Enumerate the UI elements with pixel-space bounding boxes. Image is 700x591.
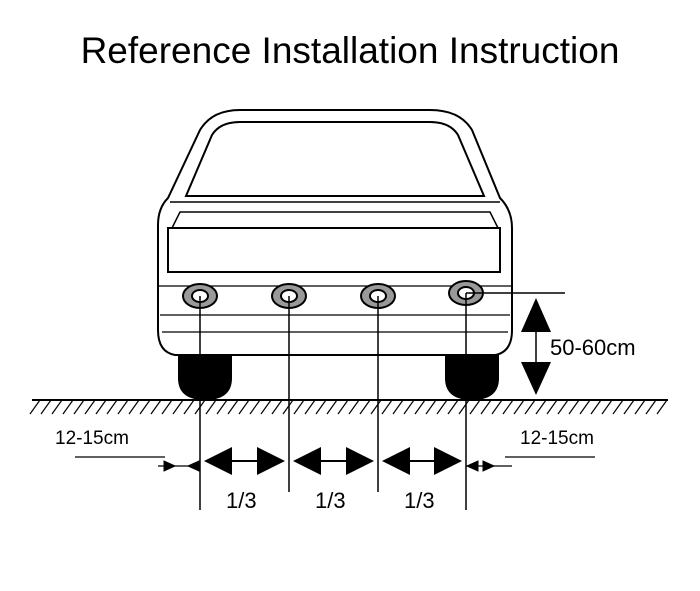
ground-hatch-line (337, 399, 349, 415)
ground-hatch-line (370, 399, 382, 415)
ground-hatch-line (194, 399, 206, 415)
ground-hatch-line (403, 399, 415, 415)
ground-hatch-line (238, 399, 250, 415)
ground-hatch-line (480, 399, 492, 415)
left-edge-label: 12-15cm (55, 428, 129, 449)
spacing-arrow-2 (293, 447, 374, 475)
ground-hatch-line (425, 399, 437, 415)
ground-hatch-line (227, 399, 239, 415)
ground-hatch-line (414, 399, 426, 415)
right-edge-dimension (465, 456, 595, 472)
ground-hatch-line (326, 399, 338, 415)
right-tire (445, 355, 499, 400)
left-tire (178, 355, 232, 400)
ground-hatch-line (260, 399, 272, 415)
ground-hatch-line (436, 399, 448, 415)
ground-hatch-line (315, 399, 327, 415)
ground-hatch-line (73, 399, 85, 415)
ground-hatch-line (656, 399, 668, 415)
ground-hatch-line (447, 399, 459, 415)
ground-hatch-line (249, 399, 261, 415)
car-rear (157, 109, 513, 356)
sensor-reference-lines (199, 293, 467, 510)
ground-hatch-line (51, 399, 63, 415)
ground-hatch-line (634, 399, 646, 415)
spacing-label-1: 1/3 (226, 488, 257, 513)
ground-hatch-line (601, 399, 613, 415)
ground-hatch-line (359, 399, 371, 415)
spacing-arrow-3 (382, 447, 462, 475)
ground-hatch-line (590, 399, 602, 415)
ground-hatch-line (183, 399, 195, 415)
ground-hatch-line (579, 399, 591, 415)
ground-hatch-line (458, 399, 470, 415)
ground-hatch-line (139, 399, 151, 415)
height-label: 50-60cm (550, 335, 636, 360)
ground-hatch-line (205, 399, 217, 415)
ground-hatch-line (62, 399, 74, 415)
ground-hatch-line (172, 399, 184, 415)
ground-hatch-line (150, 399, 162, 415)
left-edge-dimension (75, 456, 200, 472)
ground-hatch-line (117, 399, 129, 415)
ground-hatch-line (645, 399, 657, 415)
height-dimension (466, 292, 565, 395)
ground-hatch-line (502, 399, 514, 415)
spacing-label-3: 1/3 (404, 488, 435, 513)
ground (29, 399, 668, 415)
ground-hatch-line (491, 399, 503, 415)
ground-hatch-line (271, 399, 283, 415)
ground-hatch-line (40, 399, 52, 415)
ground-hatch-line (513, 399, 525, 415)
ground-hatch-line (623, 399, 635, 415)
ground-hatch-line (216, 399, 228, 415)
ground-hatch-line (568, 399, 580, 415)
ground-hatch-line (161, 399, 173, 415)
ground-hatch-line (557, 399, 569, 415)
ground-hatch-line (304, 399, 316, 415)
ground-hatch-line (29, 399, 41, 415)
ground-hatch-line (95, 399, 107, 415)
ground-hatch-line (84, 399, 96, 415)
spacing-label-2: 1/3 (315, 488, 346, 513)
ground-hatch-line (282, 399, 294, 415)
ground-hatch-line (128, 399, 140, 415)
right-edge-label: 12-15cm (520, 428, 594, 449)
diagram-title: Reference Installation Instruction (80, 30, 620, 71)
ground-hatch-line (469, 399, 481, 415)
ground-hatch-line (612, 399, 624, 415)
ground-hatch-line (293, 399, 305, 415)
ground-hatch-line (348, 399, 360, 415)
ground-hatch-line (392, 399, 404, 415)
ground-hatch-line (546, 399, 558, 415)
ground-hatch-line (381, 399, 393, 415)
ground-hatch-line (524, 399, 536, 415)
ground-hatch-line (535, 399, 547, 415)
ground-hatch-line (106, 399, 118, 415)
spacing-arrow-1 (204, 447, 285, 475)
